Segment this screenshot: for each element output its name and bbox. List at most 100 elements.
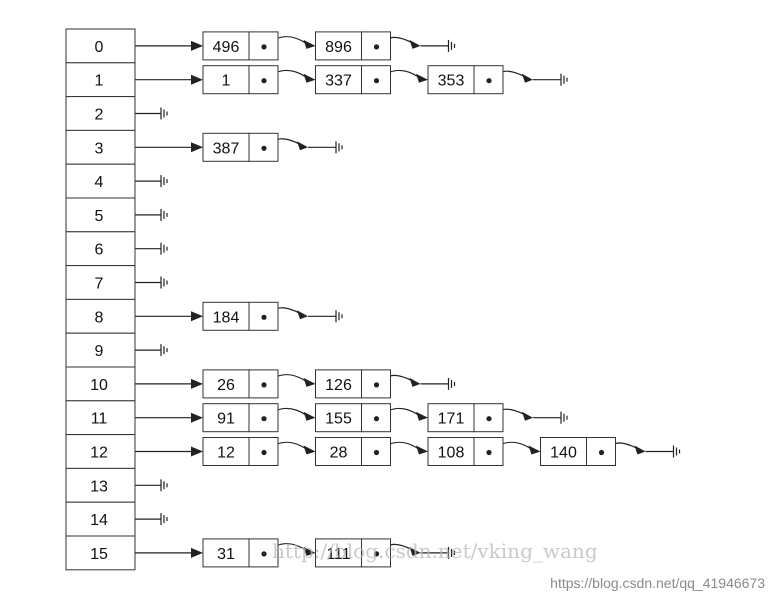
bucket-cell: [65, 535, 136, 571]
next-link-arrowhead: [303, 377, 316, 387]
node-value: 12: [217, 445, 235, 462]
bucket-link-arrowhead: [191, 547, 203, 558]
node-value-cell: [427, 65, 475, 95]
null-terminator: [560, 73, 568, 86]
node-value: 31: [217, 546, 235, 563]
bucket-cell: [65, 28, 136, 64]
next-link-arrowhead: [416, 411, 428, 421]
next-link-arrowhead: [303, 445, 316, 455]
node-value: 184: [213, 309, 240, 326]
node-value: 28: [330, 445, 348, 462]
bucket-index: 1: [95, 73, 104, 90]
bucket-cell: [65, 197, 136, 233]
bucket-index: 7: [95, 276, 104, 293]
bucket-cell: [65, 62, 136, 98]
null-terminator: [335, 310, 343, 323]
node-value-cell: [202, 132, 250, 162]
next-link-arrowhead: [303, 411, 316, 421]
bucket-index: 14: [90, 512, 108, 529]
bucket-index: 12: [90, 445, 108, 462]
pointer-dot: [486, 78, 492, 84]
null-terminator: [160, 208, 168, 221]
bucket-cell: [65, 467, 136, 503]
bucket-index: 10: [90, 377, 108, 394]
bucket-cell: [65, 231, 136, 267]
null-link-arrowhead: [297, 310, 308, 320]
node-value: 896: [325, 39, 352, 56]
node-value: 337: [325, 73, 352, 90]
null-terminator: [160, 344, 168, 357]
node-value: 353: [438, 73, 465, 90]
pointer-dot: [486, 449, 492, 456]
node-value: 155: [325, 411, 352, 428]
null-link-arrowhead: [409, 39, 421, 49]
bucket-cell: [65, 265, 136, 300]
bucket-index: 6: [95, 242, 104, 259]
node-value-cell: [202, 437, 250, 466]
node-value: 387: [213, 140, 240, 157]
null-terminator: [335, 141, 343, 154]
null-terminator: [160, 276, 168, 289]
pointer-dot: [373, 382, 380, 388]
node-value-cell: [202, 301, 250, 331]
null-link-arrowhead: [297, 141, 308, 151]
pointer-dot: [261, 551, 267, 557]
next-link-arrowhead: [528, 445, 541, 455]
null-link-arrowhead: [409, 377, 421, 387]
watermark-footer: https://blog.csdn.net/qq_41946673: [550, 575, 765, 591]
pointer-dot: [261, 145, 267, 151]
null-terminator: [447, 39, 456, 52]
node-pointer-cell: [248, 132, 279, 162]
null-link-arrowhead: [409, 546, 421, 556]
null-terminator: [672, 445, 681, 458]
next-link-arrowhead: [416, 73, 428, 83]
node-value-cell: [202, 65, 250, 95]
bucket-cell: [65, 298, 136, 334]
pointer-dot: [261, 382, 267, 388]
bucket-cell: [65, 434, 136, 469]
null-terminator: [160, 175, 168, 188]
bucket-index: 2: [95, 107, 104, 124]
bucket-link-arrowhead: [191, 40, 203, 51]
null-terminator: [160, 479, 168, 492]
node-value: 496: [213, 39, 240, 56]
pointer-dot: [373, 78, 380, 84]
node-value: 91: [217, 411, 235, 428]
node-value: 108: [438, 445, 465, 462]
bucket-index: 8: [95, 309, 104, 326]
pointer-dot: [486, 416, 492, 422]
bucket-index: 11: [91, 411, 108, 428]
pointer-dot: [261, 44, 267, 50]
node-value-cell: [427, 437, 475, 466]
bucket-cell: [65, 129, 136, 165]
next-link-arrowhead: [303, 39, 316, 49]
pointer-dot: [261, 314, 267, 320]
node-value: 26: [217, 377, 235, 394]
bucket-index: 9: [95, 343, 104, 360]
next-link-arrowhead: [303, 546, 316, 556]
null-terminator: [160, 242, 168, 255]
watermark-overlay: http://blog.csdn.net/vking_wang: [272, 539, 598, 563]
node-value-cell: [315, 31, 362, 61]
bucket-cell: [65, 96, 136, 131]
pointer-dot: [598, 449, 605, 456]
next-link-arrowhead: [416, 445, 428, 455]
null-link-arrowhead: [634, 445, 646, 455]
pointer-dot: [373, 551, 380, 557]
next-link-arrowhead: [303, 73, 316, 83]
bucket-cell: [65, 163, 136, 199]
bucket-link-arrowhead: [191, 311, 203, 322]
pointer-dot: [261, 449, 267, 456]
null-link-arrowhead: [522, 73, 533, 83]
node-value: 140: [550, 445, 577, 462]
bucket-index: 0: [95, 39, 104, 56]
pointer-dot: [261, 78, 267, 84]
pointer-dot: [261, 416, 267, 422]
node-value: 171: [438, 411, 465, 428]
bucket-cell: [65, 400, 136, 436]
node-value-cell: [315, 65, 362, 95]
node-value-cell: [427, 403, 475, 433]
bucket-link-arrowhead: [191, 74, 203, 85]
bucket-cell: [65, 332, 136, 368]
bucket-index: 5: [95, 208, 104, 225]
